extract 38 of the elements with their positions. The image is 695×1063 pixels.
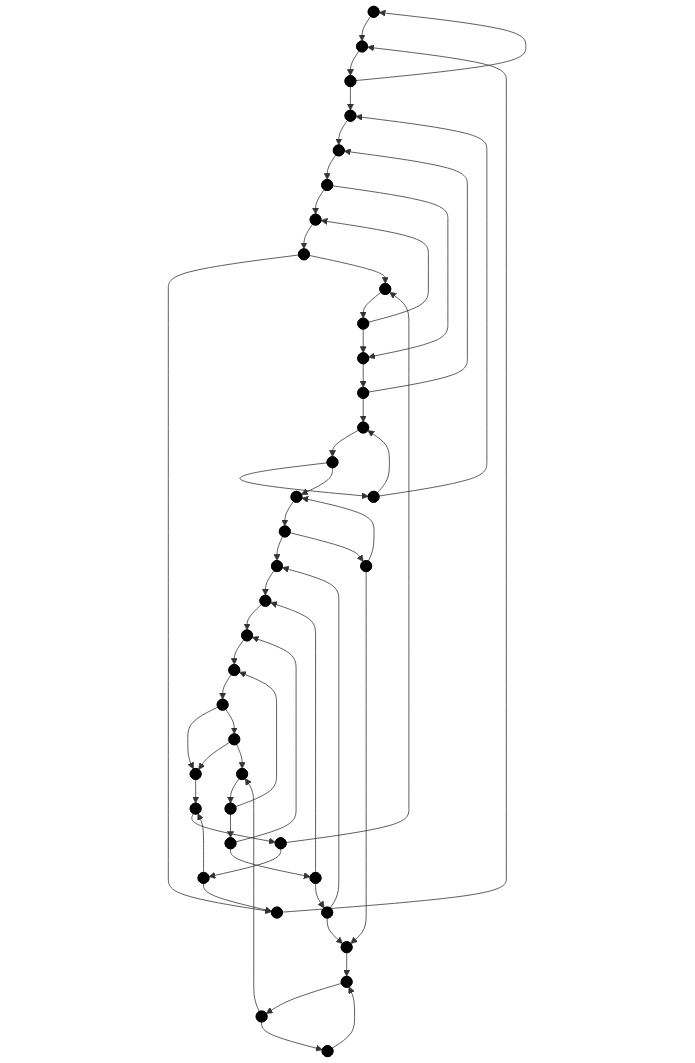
- node-dot: [271, 560, 284, 573]
- node-dot: [310, 872, 322, 884]
- node-dot: [322, 1045, 334, 1058]
- node-dot: [321, 906, 334, 919]
- node-dot: [228, 733, 241, 746]
- node-dot: [310, 213, 322, 226]
- node-dot: [341, 975, 354, 988]
- node-dot: [217, 698, 229, 711]
- node-dot: [291, 490, 303, 503]
- node-dot: [225, 802, 237, 815]
- node-dot: [357, 421, 370, 434]
- node-dot: [190, 802, 202, 815]
- node-dot: [368, 5, 380, 18]
- node-dot: [259, 594, 272, 607]
- node-dot: [198, 872, 210, 884]
- node-dot: [241, 629, 254, 642]
- node-dot: [360, 560, 373, 573]
- node-dot: [327, 456, 339, 469]
- node-dot: [341, 941, 354, 954]
- node-dot: [275, 837, 288, 850]
- node-dot: [357, 352, 370, 365]
- node-dot: [368, 490, 380, 503]
- node-dot: [344, 75, 357, 88]
- node-dot: [357, 387, 370, 399]
- node-dot: [379, 283, 392, 295]
- node-dot: [190, 768, 202, 780]
- node-dot: [225, 837, 237, 850]
- node-dot: [356, 40, 369, 53]
- node-dot: [236, 768, 249, 780]
- node-dot: [279, 525, 292, 538]
- node-dot: [333, 144, 346, 157]
- node-dot: [298, 248, 311, 261]
- node-dot: [321, 179, 334, 191]
- node-dot: [344, 109, 357, 122]
- node-dot: [228, 664, 241, 676]
- node-dot: [271, 906, 284, 919]
- node-dot: [357, 317, 370, 330]
- node-dot: [256, 1010, 268, 1023]
